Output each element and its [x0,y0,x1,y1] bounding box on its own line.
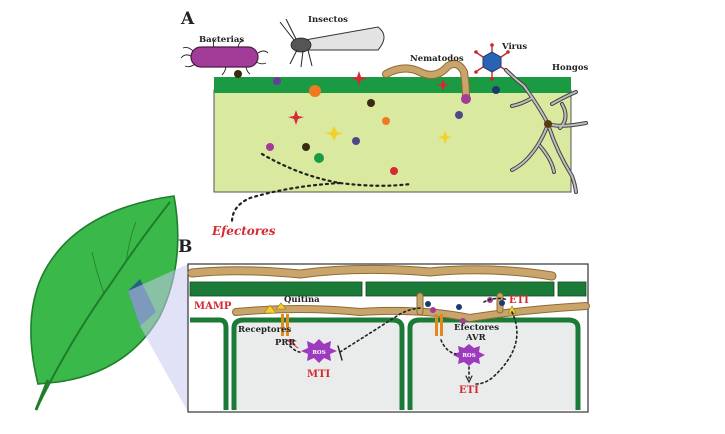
label-bacterias: Bacterias [199,35,244,45]
ros-burst-left [301,339,337,363]
prr-receptor-right [435,314,443,336]
chitin-molecules [263,297,517,324]
ros-label-left: ROS [312,350,325,356]
label-prr: PRR [275,338,296,348]
label-eti-top: ETI [509,295,529,306]
panel-a-letter: A [180,9,195,29]
label-efectores-b: Efectores [454,323,499,333]
label-quitina: Quitina [284,295,320,305]
zoom-wedge [128,264,188,412]
label-avr: AVR [465,333,487,343]
bacteria-icon [180,38,269,78]
label-virus: Virus [501,42,527,52]
label-insectos: Insectos [308,15,348,25]
effector-molecules [266,71,500,175]
hyphae-panel-b [187,264,590,323]
ros-label-right: ROS [462,353,475,359]
insect-icon [279,18,385,68]
epidermis-cells [189,281,587,297]
label-mti: MTI [307,369,331,380]
signaling-arrows [286,297,518,385]
plant-cells [190,317,581,410]
label-mamp: MAMP [194,301,232,312]
label-eti-bottom: ETI [459,385,479,396]
effector-dotted-path [230,152,412,224]
label-efectores-a: Efectores [211,224,276,238]
nematode-icon [382,60,470,102]
label-hongos: Hongos [552,63,588,73]
label-nematodos: Nematodos [410,54,464,64]
prr-receptor-left [281,314,289,336]
ros-burst-right [453,344,485,366]
label-receptores: Receptores [238,325,291,335]
fungus-hyphae-icon [504,68,588,194]
epidermis-layer [214,77,571,93]
panel-b-letter: B [178,237,192,257]
